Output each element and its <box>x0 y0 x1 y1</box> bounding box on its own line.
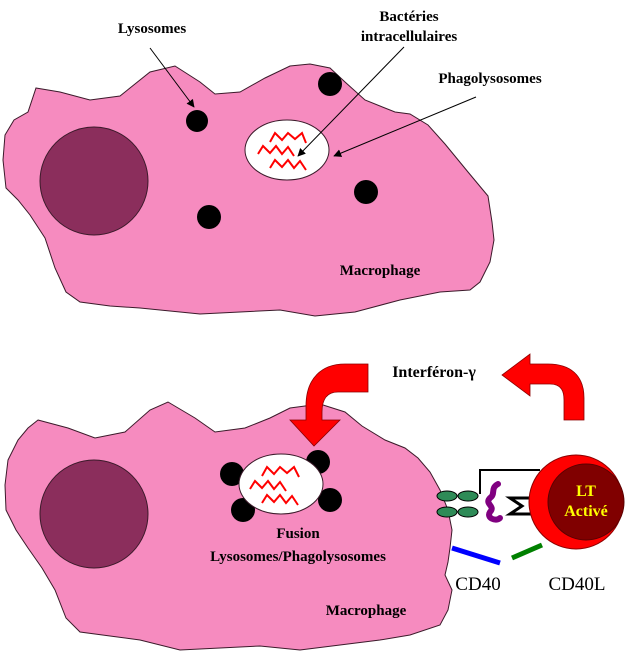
receptor-oval <box>436 490 458 502</box>
bottom-bacteria <box>249 465 300 506</box>
bottom-nucleus <box>39 459 149 569</box>
label-bacteria-line2: intracellulaires <box>361 29 458 45</box>
label-cd40: CD40 <box>455 574 500 595</box>
tcr-sigma <box>505 496 534 516</box>
lysosomes-pointer-arrow <box>149 47 195 108</box>
activated-t-lymphocyte: LT Activé <box>528 454 625 550</box>
interferon-arrow-up <box>501 353 585 421</box>
receptor-oval <box>457 490 479 502</box>
cd40l-molecule <box>511 542 543 561</box>
top-nucleus <box>39 126 149 236</box>
receptor-oval <box>457 506 479 518</box>
lt-label-line2: Activé <box>564 503 608 520</box>
label-bacteria-line1: Bactéries <box>379 9 438 25</box>
phagolysosome-pointer-arrow <box>333 96 477 157</box>
bacteria-pointer-arrow <box>297 46 405 157</box>
top-lysosome <box>186 110 208 132</box>
receptor-oval <box>436 506 458 518</box>
fused-lysosome <box>318 488 342 512</box>
top-lysosome <box>318 72 342 96</box>
cd40-molecule <box>451 545 501 566</box>
top-macrophage: Lysosomes Bactéries intracellulaires Pha… <box>2 9 542 317</box>
mhc-tcr-complex <box>436 469 540 523</box>
label-phagolysosomes: Phagolysosomes <box>438 71 542 87</box>
interferon-arrow-down <box>289 363 369 447</box>
mhc-peptide <box>485 481 503 523</box>
bottom-macrophage-cytoplasm <box>4 401 453 651</box>
lt-label-line1: LT <box>576 483 596 500</box>
label-cd40l: CD40L <box>549 574 606 595</box>
label-fusion-line2: Lysosomes/Phagolysosomes <box>210 549 386 565</box>
fused-lysosome <box>220 462 244 486</box>
top-lysosome <box>197 205 221 229</box>
lt-nucleus <box>547 463 625 541</box>
tcr-connector <box>479 469 540 494</box>
label-fusion-line1: Fusion <box>276 526 320 542</box>
top-macrophage-cytoplasm <box>2 63 495 317</box>
top-bacteria <box>257 131 307 171</box>
label-macrophage-top: Macrophage <box>340 263 421 279</box>
top-lysosome <box>354 180 378 204</box>
label-lysosomes: Lysosomes <box>118 21 187 37</box>
label-macrophage-bottom: Macrophage <box>326 603 407 619</box>
bottom-macrophage: Fusion Lysosomes/Phagolysosomes Macropha… <box>4 401 453 651</box>
top-phagolysosome <box>244 119 330 181</box>
label-interferon: Interféron-γ <box>392 364 476 381</box>
